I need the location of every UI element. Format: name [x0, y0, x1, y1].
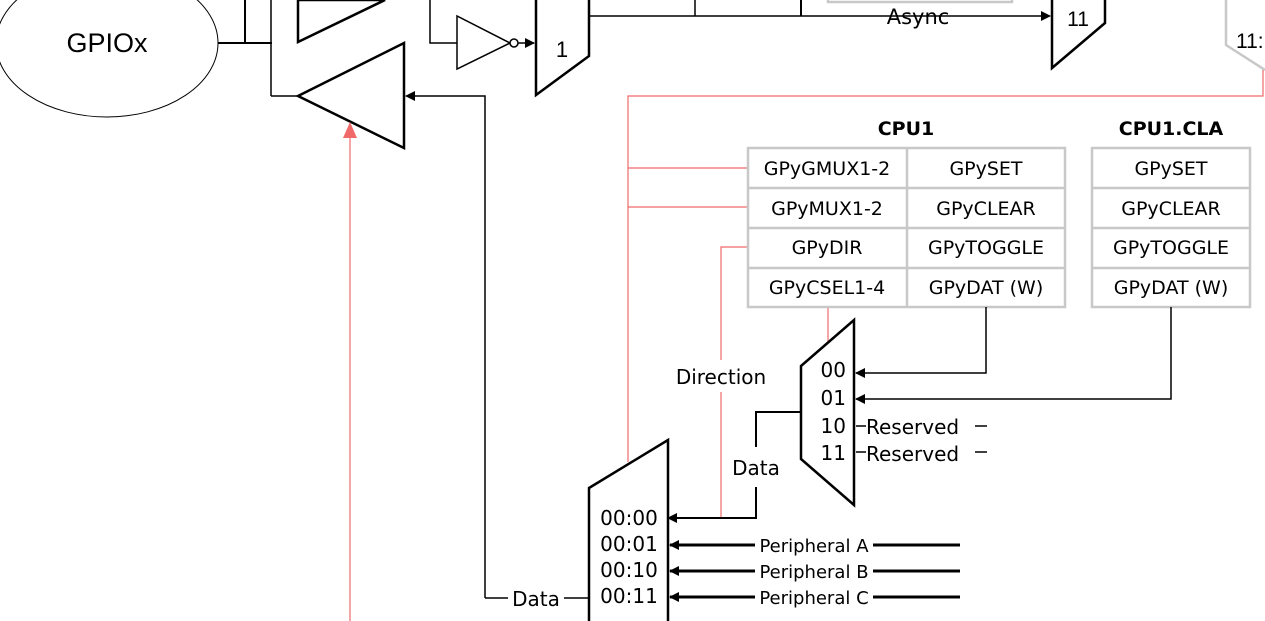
- peripheral-a-label: Peripheral A: [759, 536, 869, 557]
- qualification-mux-input-11: 11: [1067, 8, 1089, 31]
- cpu1-title: CPU1: [878, 118, 935, 140]
- master-select-mux: 00 01 10 11 Reserved Reserved: [799, 307, 1172, 508]
- cla-register-gpytoggle: GPyTOGGLE: [1113, 237, 1229, 259]
- gpio-pin-ellipse: [0, 0, 219, 118]
- peripheral-mux-input-0010: 00:10: [600, 558, 658, 582]
- far-right-mux: 11:: [1224, 0, 1265, 72]
- master-mux-input-10: 10: [821, 414, 846, 438]
- cla-register-gpydat: GPyDAT (W): [1114, 277, 1229, 299]
- cla-register-gpyclear: GPyCLEAR: [1121, 198, 1220, 220]
- inverter-bubble: [509, 38, 519, 48]
- register-gpyclear: GPyCLEAR: [936, 198, 1035, 220]
- register-gpydir: GPyDIR: [792, 237, 863, 259]
- master-mux-input-11: 11: [821, 441, 846, 465]
- register-gpycsel: GPyCSEL1-4: [769, 277, 885, 299]
- gpio-pin-label: GPIOx: [66, 28, 148, 58]
- register-gpytoggle: GPyTOGGLE: [928, 237, 1044, 259]
- master-mux-input-01: 01: [821, 386, 846, 410]
- peripheral-c-label: Peripheral C: [759, 588, 868, 609]
- peripheral-inputs: Peripheral A Peripheral B Peripheral C: [669, 536, 960, 609]
- cpu1-registers: CPU1 GPyGMUX1-2 GPySET GPyMUX1-2 GPyCLEA…: [746, 118, 1067, 309]
- peripheral-mux-input-0001: 00:01: [600, 532, 658, 556]
- data-label-upper: Data: [732, 456, 780, 480]
- reserved-label-11: Reserved: [866, 442, 959, 466]
- data-path-lower: Data: [485, 587, 589, 611]
- qualification-box: [826, 0, 1014, 4]
- output-buffer: [296, 0, 386, 44]
- async-label: Async: [887, 5, 950, 29]
- register-gpymux: GPyMUX1-2: [771, 198, 883, 220]
- data-label-lower: Data: [512, 587, 560, 611]
- input-buffer-feed: [405, 91, 486, 598]
- peripheral-b-label: Peripheral B: [759, 562, 868, 583]
- cla-register-gpyset: GPySET: [1134, 158, 1207, 180]
- register-gpydat: GPyDAT (W): [929, 277, 1044, 299]
- direction-label: Direction: [676, 365, 766, 389]
- reserved-label-10: Reserved: [866, 415, 959, 439]
- far-right-mux-input: 11:: [1236, 30, 1264, 53]
- top-mux-input-1: 1: [556, 37, 568, 62]
- register-gpyset: GPySET: [949, 158, 1022, 180]
- inverter: [429, 0, 535, 71]
- register-gpygmux: GPyGMUX1-2: [764, 158, 891, 180]
- peripheral-mux-input-0011: 00:11: [600, 584, 658, 608]
- cpu1-cla-title: CPU1.CLA: [1119, 118, 1224, 140]
- pin-wiring: [218, 0, 298, 97]
- peripheral-mux: 00:00 00:01 00:10 00:11: [587, 437, 670, 621]
- peripheral-mux-input-0000: 00:00: [600, 506, 658, 530]
- cpu1-cla-registers: CPU1.CLA GPySET GPyCLEAR GPyTOGGLE GPyDA…: [1090, 118, 1252, 309]
- input-buffer: [295, 40, 406, 151]
- top-mux: 1: [534, 0, 880, 98]
- control-wires: [627, 70, 1264, 518]
- gpio-pin: GPIOx: [0, 0, 219, 118]
- data-path-upper: Data: [667, 411, 801, 523]
- qualification-mux: 11: [1050, 0, 1107, 71]
- master-mux-input-00: 00: [821, 358, 846, 382]
